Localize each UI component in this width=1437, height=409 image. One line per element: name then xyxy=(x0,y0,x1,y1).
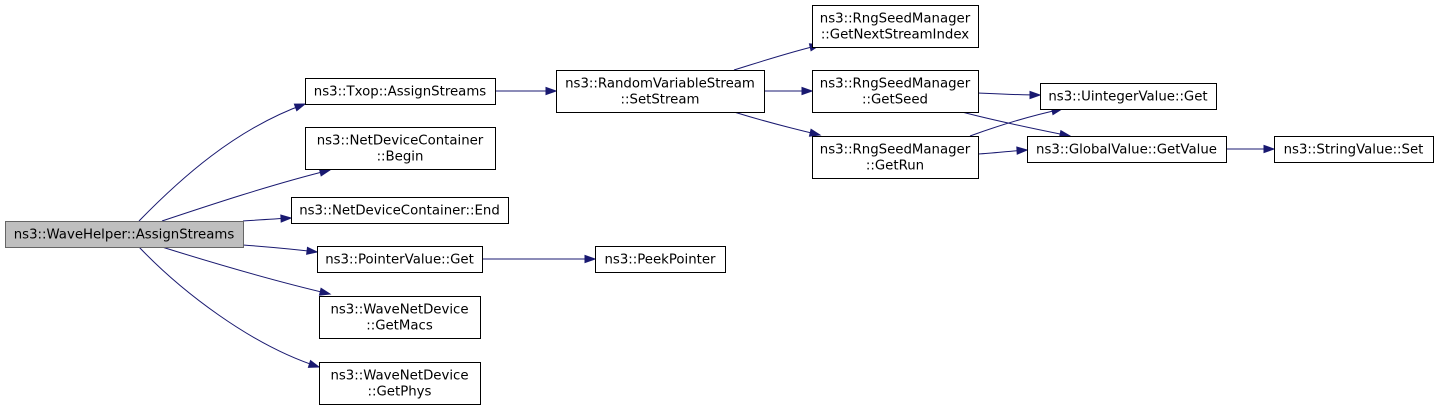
node-strSet[interactable]: ns3::StringValue::Set xyxy=(1274,136,1434,163)
node-label: ::GetRun xyxy=(866,159,924,174)
edge-line xyxy=(138,103,306,222)
node-nextIdx[interactable]: ns3::RngSeedManager::GetNextStreamIndex xyxy=(812,5,979,48)
node-label: ns3::WaveNetDevice xyxy=(330,369,468,384)
node-label: ns3::UintegerValue::Get xyxy=(1048,90,1207,105)
edge-root-to-getMacs xyxy=(161,246,332,296)
edge-rvsSet-to-nextIdx xyxy=(733,43,822,71)
node-txop[interactable]: ns3::Txop::AssignStreams xyxy=(305,78,496,105)
edge-txop-to-rvsSet xyxy=(495,86,558,96)
node-getSeed[interactable]: ns3::RngSeedManager::GetSeed xyxy=(812,70,979,113)
nodes-layer: ns3::WaveHelper::AssignStreams ns3::Txop:… xyxy=(5,5,1434,405)
edge-line xyxy=(161,246,331,295)
edges-layer xyxy=(138,43,1276,368)
node-box[interactable] xyxy=(1027,136,1227,163)
node-box[interactable] xyxy=(5,221,244,248)
node-box[interactable] xyxy=(812,5,979,48)
node-box[interactable] xyxy=(319,362,481,405)
edge-root-to-ndcEnd xyxy=(242,214,293,223)
node-label: ::GetPhys xyxy=(368,385,432,400)
node-box[interactable] xyxy=(812,136,979,179)
node-label: ::GetNextStreamIndex xyxy=(821,28,969,43)
arrowhead-icon xyxy=(307,359,321,368)
node-label: ns3::GlobalValue::GetValue xyxy=(1036,143,1217,158)
edge-root-to-getPhys xyxy=(138,246,321,368)
edge-root-to-ptrGet xyxy=(242,244,319,255)
node-label: ns3::StringValue::Set xyxy=(1284,143,1424,158)
node-box[interactable] xyxy=(291,197,509,224)
edge-line xyxy=(161,169,331,222)
node-box[interactable] xyxy=(317,246,483,273)
node-label: ns3::Txop::AssignStreams xyxy=(314,85,487,100)
arrowhead-icon xyxy=(545,86,558,96)
node-rvsSet[interactable]: ns3::RandomVariableStream::SetStream xyxy=(556,70,765,113)
arrowhead-icon xyxy=(318,168,332,177)
node-box[interactable] xyxy=(305,127,496,170)
node-ptrGet[interactable]: ns3::PointerValue::Get xyxy=(317,246,483,273)
node-getMacs[interactable]: ns3::WaveNetDevice::GetMacs xyxy=(319,296,481,339)
edge-rvsSet-to-getSeed xyxy=(764,86,814,96)
node-box[interactable] xyxy=(1040,83,1217,110)
arrowhead-icon xyxy=(801,86,814,96)
node-label: ns3::RandomVariableStream xyxy=(565,77,755,92)
node-gvGet[interactable]: ns3::GlobalValue::GetValue xyxy=(1027,136,1227,163)
node-getPhys[interactable]: ns3::WaveNetDevice::GetPhys xyxy=(319,362,481,405)
node-root[interactable]: ns3::WaveHelper::AssignStreams xyxy=(5,221,244,248)
node-box[interactable] xyxy=(595,246,726,273)
node-label: ns3::PointerValue::Get xyxy=(325,253,474,268)
edge-gvGet-to-strSet xyxy=(1225,144,1276,154)
node-label: ns3::PeekPointer xyxy=(604,253,716,268)
edge-getSeed-to-gvGet xyxy=(961,111,1072,139)
arrowhead-icon xyxy=(280,214,293,223)
node-box[interactable] xyxy=(305,78,496,105)
node-label: ns3::RngSeedManager xyxy=(820,12,971,27)
edge-line xyxy=(138,246,320,368)
arrowhead-icon xyxy=(306,246,319,255)
arrowhead-icon xyxy=(1029,90,1042,100)
node-label: ns3::WaveHelper::AssignStreams xyxy=(14,228,235,243)
edge-line xyxy=(961,111,1071,137)
node-box[interactable] xyxy=(319,296,481,339)
edge-rvsSet-to-getRun xyxy=(733,111,822,137)
node-uintGet[interactable]: ns3::UintegerValue::Get xyxy=(1040,83,1217,110)
edge-root-to-txop xyxy=(138,103,307,222)
edge-line xyxy=(733,111,821,136)
node-ndcBegin[interactable]: ns3::NetDeviceContainer::Begin xyxy=(305,127,496,170)
edge-line xyxy=(242,244,318,253)
arrowhead-icon xyxy=(293,103,307,112)
node-label: ::SetStream xyxy=(621,93,700,108)
arrowhead-icon xyxy=(1263,144,1276,154)
node-label: ns3::RngSeedManager xyxy=(820,77,971,92)
arrowhead-icon xyxy=(318,287,332,296)
arrowhead-icon xyxy=(1016,146,1029,155)
node-ndcEnd[interactable]: ns3::NetDeviceContainer::End xyxy=(291,197,509,224)
edge-getSeed-to-uintGet xyxy=(977,90,1042,100)
node-label: ::Begin xyxy=(377,150,424,165)
edge-ptrGet-to-peek xyxy=(482,254,597,264)
node-box[interactable] xyxy=(812,70,979,113)
arrowhead-icon xyxy=(584,254,597,264)
node-label: ns3::WaveNetDevice xyxy=(330,303,468,318)
edge-getRun-to-gvGet xyxy=(977,146,1029,155)
node-label: ::GetMacs xyxy=(366,319,433,334)
node-box[interactable] xyxy=(1274,136,1434,163)
node-label: ns3::NetDeviceContainer::End xyxy=(299,204,500,219)
node-peek[interactable]: ns3::PeekPointer xyxy=(595,246,726,273)
arrowhead-icon xyxy=(808,128,822,137)
node-box[interactable] xyxy=(556,70,765,113)
node-label: ns3::RngSeedManager xyxy=(820,143,971,158)
edge-line xyxy=(733,44,821,71)
node-label: ns3::NetDeviceContainer xyxy=(317,134,484,149)
node-label: ::GetSeed xyxy=(862,93,928,108)
node-getRun[interactable]: ns3::RngSeedManager::GetRun xyxy=(812,136,979,179)
